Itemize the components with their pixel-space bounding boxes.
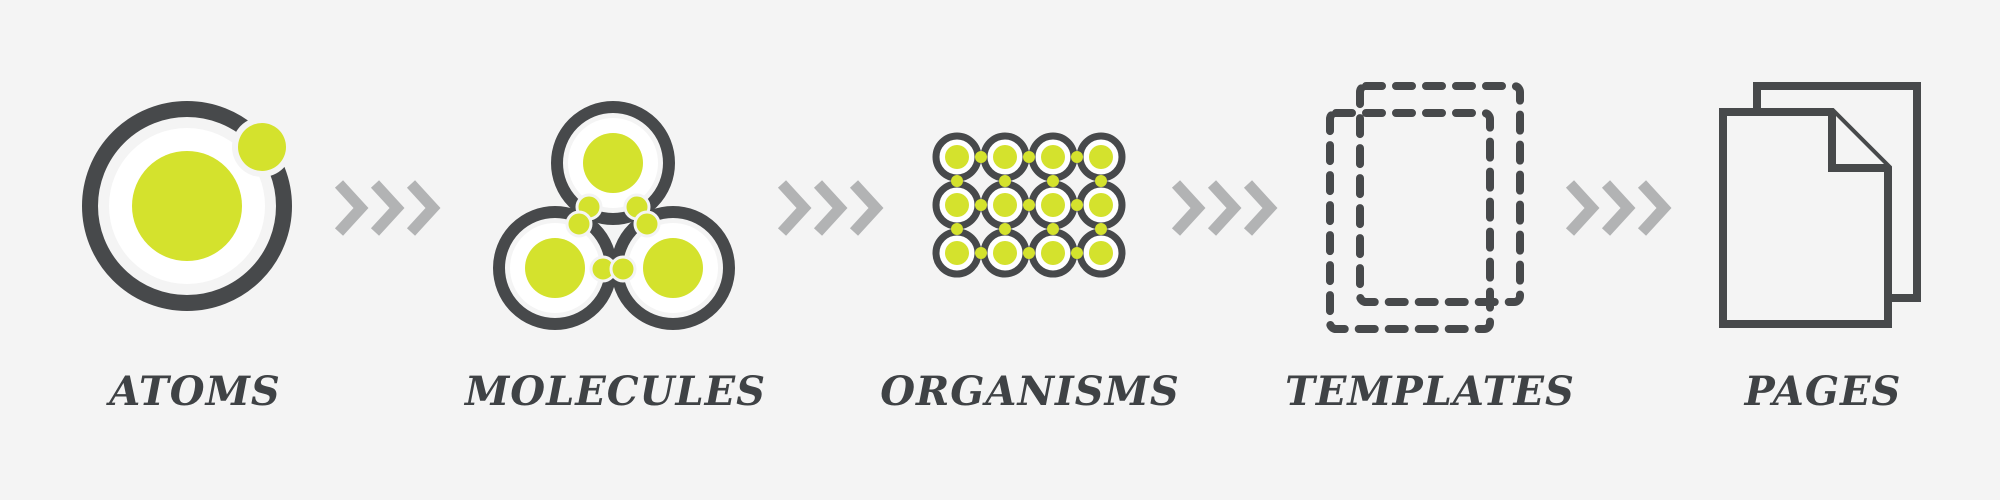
organism-bond-dot <box>999 223 1011 235</box>
connector-chevrons-3 <box>1172 180 1278 236</box>
organism-core <box>1089 241 1113 265</box>
organism-core <box>993 193 1017 217</box>
organism-bond-dot <box>951 223 963 235</box>
organism-core <box>1041 193 1065 217</box>
connector-chevrons-1 <box>335 180 441 236</box>
connector-chevrons-2 <box>778 180 884 236</box>
molecule-icon <box>493 101 735 330</box>
organism-bond-dot <box>1071 247 1083 259</box>
stage-label-molecules: MOLECULES <box>465 368 766 415</box>
pages-icon <box>1719 82 1921 328</box>
atom-icon <box>82 101 292 311</box>
organism-core <box>1041 145 1065 169</box>
organism-bond-dot <box>1023 199 1035 211</box>
organism-icon <box>932 132 1126 278</box>
organism-bond-dot <box>975 247 987 259</box>
template-icon <box>1326 82 1524 333</box>
organism-core <box>993 145 1017 169</box>
organism-bond-dot <box>1023 247 1035 259</box>
connector-chevrons-4 <box>1566 180 1672 236</box>
organism-bond-dot <box>1023 151 1035 163</box>
organism-bond-dot <box>1095 223 1107 235</box>
organism-bond-dot <box>1071 199 1083 211</box>
organism-bond-dot <box>1095 175 1107 187</box>
organism-bond-dot <box>1047 175 1059 187</box>
organism-core <box>1041 241 1065 265</box>
organism-core <box>1089 193 1113 217</box>
stage-label-templates: TEMPLATES <box>1285 368 1575 415</box>
stage-label-atoms: ATOMS <box>109 368 281 415</box>
organism-bond-dot <box>1047 223 1059 235</box>
organism-bond-dot <box>999 175 1011 187</box>
stage-label-organisms: ORGANISMS <box>880 368 1180 415</box>
organism-core <box>1089 145 1113 169</box>
organism-core <box>945 145 969 169</box>
organism-bond-dot <box>975 199 987 211</box>
organism-core <box>945 241 969 265</box>
organism-bond-dot <box>975 151 987 163</box>
organism-core <box>945 193 969 217</box>
organism-bond-dot <box>951 175 963 187</box>
stage-label-pages: PAGES <box>1744 368 1902 415</box>
organism-bond-dot <box>1071 151 1083 163</box>
organism-core <box>993 241 1017 265</box>
